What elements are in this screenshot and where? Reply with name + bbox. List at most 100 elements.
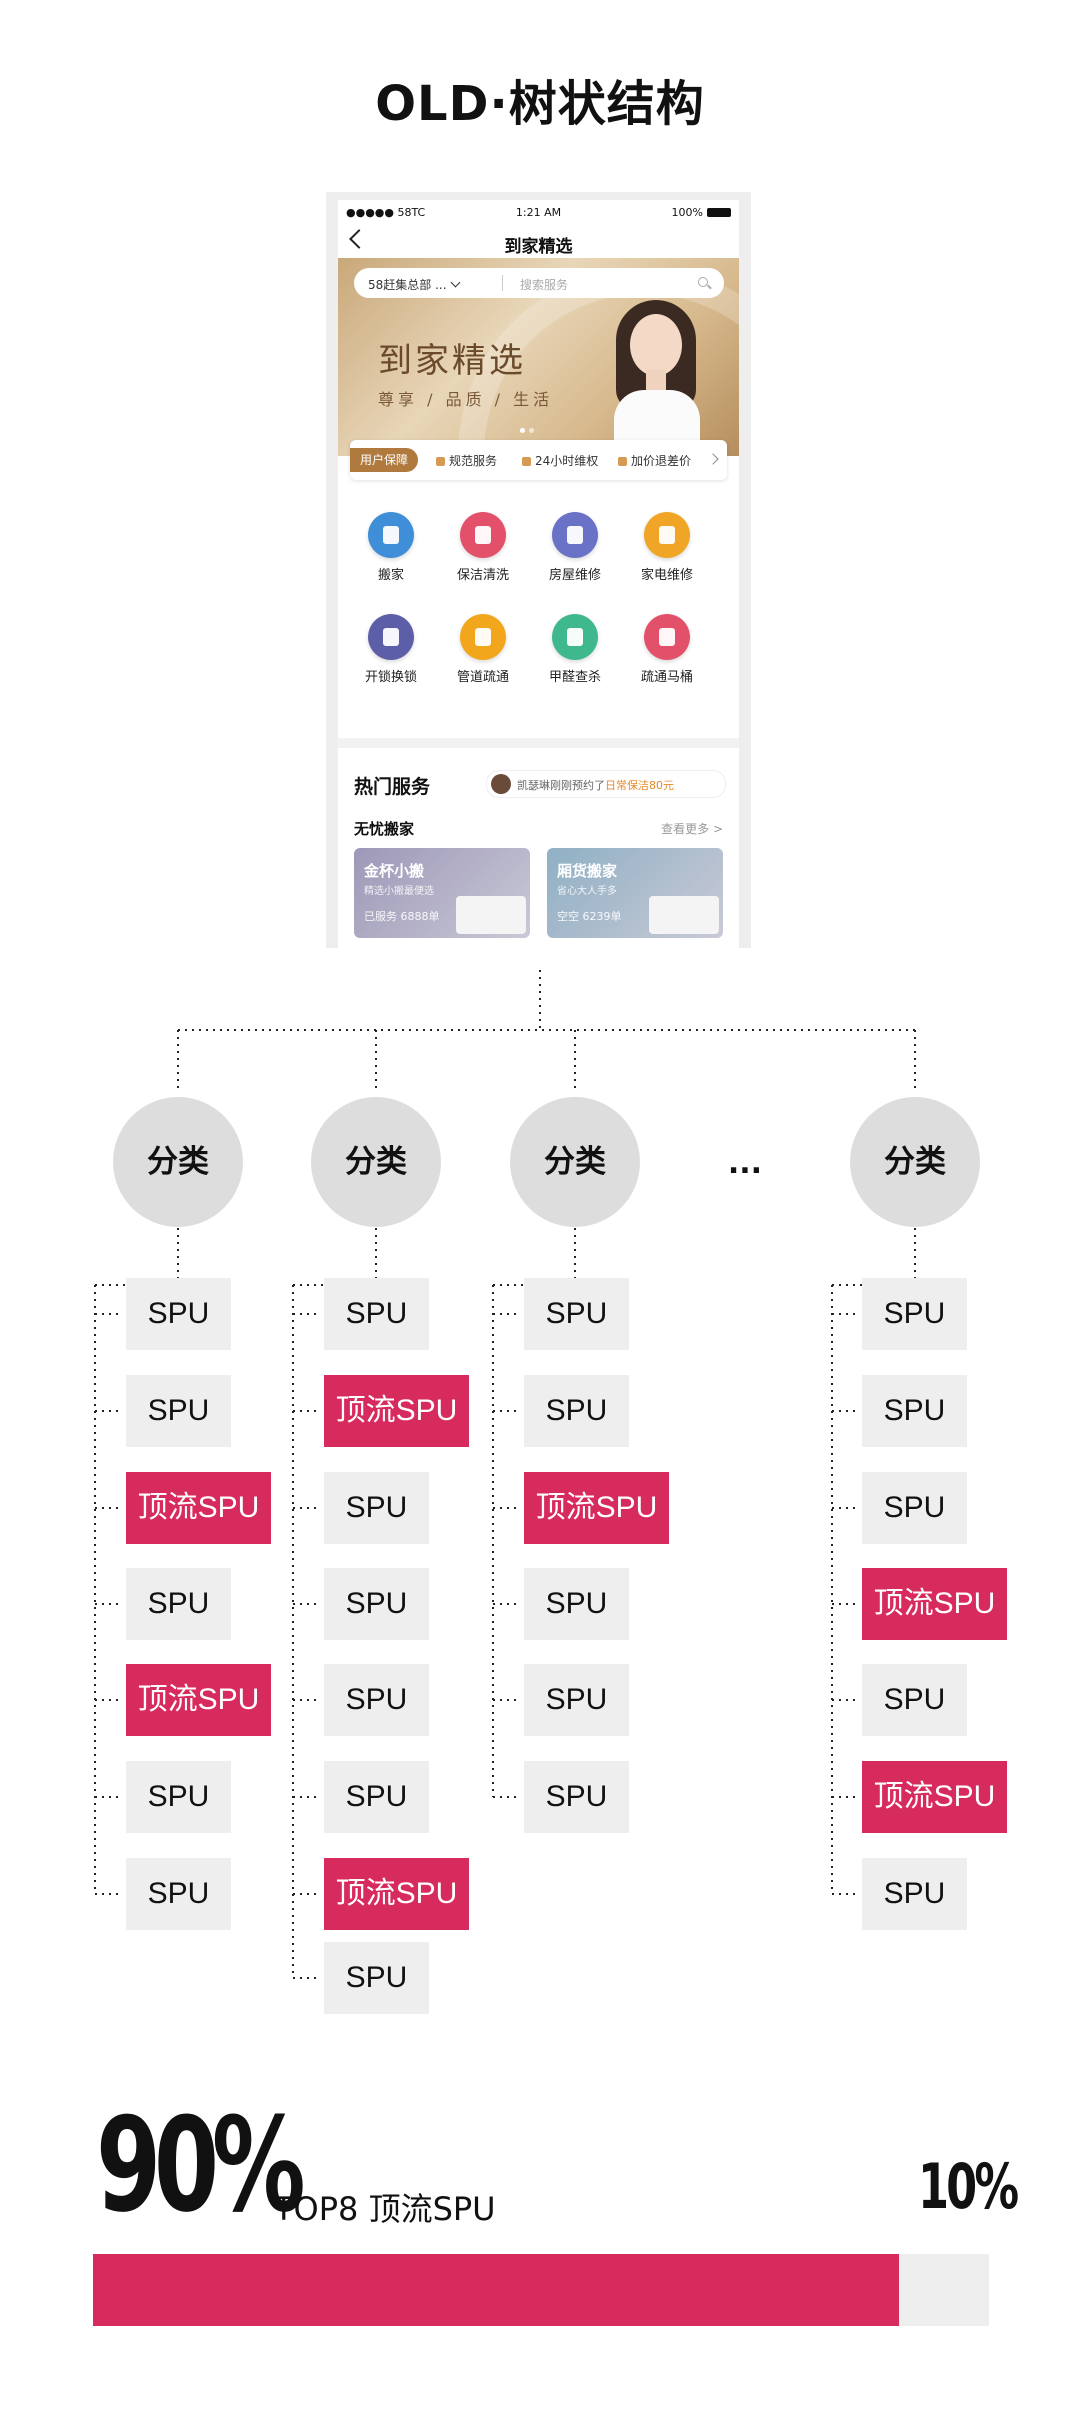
spu-node: SPU xyxy=(524,1375,629,1447)
guarantee-badge: 用户保障 xyxy=(350,448,419,472)
spu-node: SPU xyxy=(126,1761,231,1833)
service-shortcut[interactable]: 管道疏通 xyxy=(438,614,528,685)
battery-icon xyxy=(707,208,731,217)
search-input[interactable]: 搜索服务 xyxy=(520,278,569,292)
service-shortcut[interactable]: 疏通马桶 xyxy=(622,614,712,685)
phone-mockup: ●●●●● 58TC 1:21 AM 100% 到家精选 58赶集总部 ... … xyxy=(326,192,751,948)
truck-icon xyxy=(368,512,414,558)
spu-node: SPU xyxy=(324,1664,429,1736)
guarantee-item-label: 加价退差价 xyxy=(631,454,692,468)
guarantee-item: 规范服务 xyxy=(436,452,497,469)
nav-bar: 到家精选 xyxy=(338,224,739,258)
spu-node: SPU xyxy=(126,1858,231,1930)
service-shortcut[interactable]: 甲醛查杀 xyxy=(530,614,620,685)
card-subtitle: 精选小搬最便选 xyxy=(364,886,434,897)
top-spu-node: 顶流SPU xyxy=(862,1568,1007,1640)
service-icon-grid: 搬家 保洁清洗 房屋维修 家电维修开锁换锁 管道疏通 甲醛查杀 疏通马桶 xyxy=(338,500,739,740)
house-icon xyxy=(552,512,598,558)
card-title: 金杯小搬 xyxy=(364,862,425,880)
spu-node: SPU xyxy=(862,1664,967,1736)
bottle-icon xyxy=(552,614,598,660)
shield-icon xyxy=(436,457,445,466)
service-shortcut-label: 搬家 xyxy=(377,568,404,583)
booking-ticker: 凯瑟琳刚刚预约了日常保洁80元 xyxy=(486,770,726,798)
spu-node: SPU xyxy=(324,1472,429,1544)
card-title: 厢货搬家 xyxy=(557,862,618,880)
service-shortcut-label: 管道疏通 xyxy=(456,670,509,685)
view-more-link[interactable]: 查看更多 > xyxy=(661,822,723,836)
service-shortcut-label: 甲醛查杀 xyxy=(548,670,601,685)
shield-icon xyxy=(522,457,531,466)
spu-node: SPU xyxy=(524,1278,629,1350)
spu-node: SPU xyxy=(862,1858,967,1930)
carrier-label: ●●●●● 58TC xyxy=(346,206,426,219)
user-guarantee-bar[interactable]: 用户保障 规范服务 24小时维权 加价退差价 xyxy=(350,440,727,480)
search-bar[interactable]: 58赶集总部 ... 搜索服务 xyxy=(354,268,724,298)
hot-services-title: 热门服务 xyxy=(354,776,431,798)
service-card[interactable]: 金杯小搬 精选小搬最便选 已服务 6888单 xyxy=(354,848,530,938)
share-bar-fill xyxy=(93,2254,900,2326)
top-share-label: TOP8 顶流SPU xyxy=(274,2190,496,2228)
toilet-icon xyxy=(644,614,690,660)
service-shortcut[interactable]: 保洁清洗 xyxy=(438,512,528,583)
spray-bottle-icon xyxy=(460,512,506,558)
spu-node: SPU xyxy=(862,1375,967,1447)
spu-node: SPU xyxy=(324,1278,429,1350)
status-bar: ●●●●● 58TC 1:21 AM 100% xyxy=(338,200,739,224)
service-shortcut[interactable]: 搬家 xyxy=(346,512,436,583)
app-screen: ●●●●● 58TC 1:21 AM 100% 到家精选 58赶集总部 ... … xyxy=(338,200,739,948)
guarantee-item: 24小时维权 xyxy=(522,452,598,469)
tree-connectors xyxy=(94,970,916,1979)
top-share-percent: 90% xyxy=(96,2089,306,2241)
ticker-highlight: 日常保洁80元 xyxy=(605,779,674,792)
rest-share-percent: 10% xyxy=(918,2150,1019,2223)
spu-node: SPU xyxy=(524,1761,629,1833)
coin-icon xyxy=(618,457,627,466)
spu-node: SPU xyxy=(862,1472,967,1544)
spu-node: SPU xyxy=(324,1568,429,1640)
category-node: 分类 xyxy=(850,1097,980,1227)
spu-node: SPU xyxy=(126,1375,231,1447)
guarantee-item-label: 24小时维权 xyxy=(535,454,599,468)
service-shortcut-label: 保洁清洗 xyxy=(456,568,509,583)
category-node: 分类 xyxy=(311,1097,441,1227)
service-shortcut-label: 开锁换锁 xyxy=(364,670,417,685)
lock-icon xyxy=(368,614,414,660)
guarantee-item-label: 规范服务 xyxy=(449,454,498,468)
top-spu-node: 顶流SPU xyxy=(862,1761,1007,1833)
spu-node: SPU xyxy=(126,1568,231,1640)
card-stats: 空空 6239单 xyxy=(557,910,622,923)
spu-node: SPU xyxy=(126,1278,231,1350)
photo-neck xyxy=(646,370,666,392)
service-card[interactable]: 厢货搬家 省心大人手多 空空 6239单 xyxy=(547,848,723,938)
search-icon[interactable] xyxy=(698,277,708,287)
photo-face xyxy=(630,314,682,376)
location-selector[interactable]: 58赶集总部 ... xyxy=(368,276,460,293)
carousel-dot-active xyxy=(520,428,525,433)
section-title: 无忧搬家 xyxy=(354,820,415,838)
banner-title: 到家精选 xyxy=(378,341,526,381)
top-spu-node: 顶流SPU xyxy=(126,1472,271,1544)
spu-node: SPU xyxy=(524,1664,629,1736)
category-node: 分类 xyxy=(113,1097,243,1227)
guarantee-item: 加价退差价 xyxy=(618,452,691,469)
more-categories-ellipsis: ... xyxy=(727,1146,763,1181)
service-shortcut-label: 疏通马桶 xyxy=(640,670,693,685)
avatar xyxy=(491,774,511,794)
search-divider xyxy=(502,275,503,291)
service-shortcut[interactable]: 房屋维修 xyxy=(530,512,620,583)
service-shortcut[interactable]: 开锁换锁 xyxy=(346,614,436,685)
truck-image xyxy=(649,896,719,934)
nav-title: 到家精选 xyxy=(504,237,573,257)
banner-subtitle: 尊享 / 品质 / 生活 xyxy=(378,390,554,409)
service-shortcut-label: 房屋维修 xyxy=(548,568,601,583)
card-subtitle: 省心大人手多 xyxy=(557,886,617,897)
spu-node: SPU xyxy=(324,1761,429,1833)
category-node: 分类 xyxy=(510,1097,640,1227)
top-spu-node: 顶流SPU xyxy=(324,1858,469,1930)
service-shortcut[interactable]: 家电维修 xyxy=(622,512,712,583)
card-stats: 已服务 6888单 xyxy=(364,910,440,923)
booking-ticker-text: 凯瑟琳刚刚预约了日常保洁80元 xyxy=(517,777,674,793)
service-shortcut-label: 家电维修 xyxy=(640,568,693,583)
top-spu-node: 顶流SPU xyxy=(524,1472,669,1544)
